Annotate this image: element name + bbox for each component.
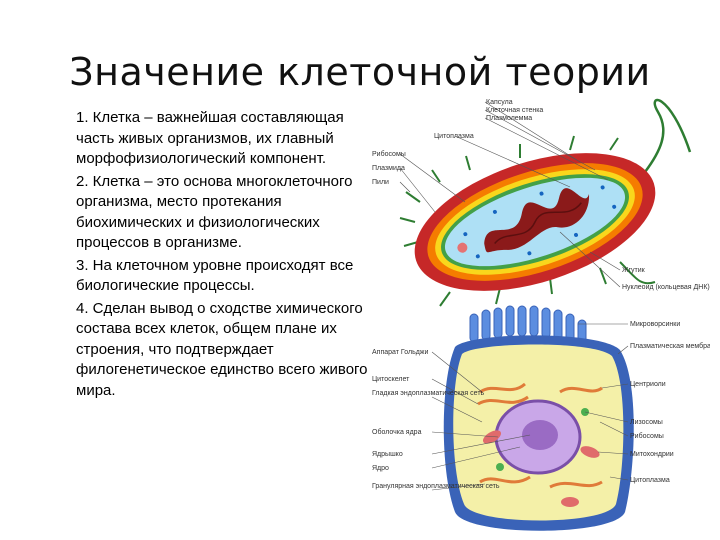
slide-title: Значение клеточной теории: [69, 50, 651, 94]
label-mitochondria: Митохондрии: [630, 451, 674, 458]
label-pili: Пили: [372, 179, 389, 186]
label-plasma-membrane: Плазматическая мембрана: [630, 342, 710, 350]
label-capsule: Капсула: [486, 99, 513, 106]
endoplasmic-reticulum: [477, 382, 603, 489]
label-nucleoid: Нуклеоид (кольцевая ДНК): [622, 284, 710, 291]
label-rough-er: Гранулярная эндоплазматическая сеть: [372, 483, 500, 490]
point-3: 3. На клеточном уровне происходят все би…: [76, 256, 354, 295]
cell-diagram: Капсула Клеточная стенка Плазмолемма Цит…: [372, 98, 710, 531]
text-block: 1. Клетка – важнейшая составляющая часть…: [76, 108, 376, 403]
label-cytoplasm-cell: Цитоплазма: [630, 477, 670, 484]
label-lysosomes: Лизосомы: [630, 419, 663, 426]
label-cytoskeleton: Цитоскелет: [372, 376, 410, 383]
flagellum: [643, 98, 692, 173]
label-nuclear-envelope: Оболочка ядра: [372, 428, 422, 436]
label-cell-wall: Клеточная стенка: [486, 107, 543, 114]
label-plasmid: Плазмида: [372, 165, 405, 172]
label-flagellum: Жгутик: [622, 267, 646, 274]
mitochondrion: [561, 497, 579, 507]
bacterium-illustration: Капсула Клеточная стенка Плазмолемма Цит…: [372, 98, 710, 307]
point-1: 1. Клетка – важнейшая составляющая часть…: [76, 109, 344, 167]
label-microvilli: Микроворсинки: [630, 321, 680, 328]
mitochondrion: [580, 446, 600, 458]
label-smooth-er: Гладкая эндоплазматическая сеть: [372, 390, 485, 397]
cell-illustrations: Капсула Клеточная стенка Плазмолемма Цит…: [370, 92, 710, 537]
pili: [399, 135, 619, 307]
label-plasmalemma: Плазмолемма: [486, 115, 532, 122]
label-golgi: Аппарат Гольджи: [372, 349, 428, 356]
label-nucleus: Ядро: [372, 465, 389, 472]
nucleolus: [522, 420, 558, 450]
animal-cell-illustration: Аппарат Гольджи Цитоскелет Гладкая эндоп…: [372, 305, 710, 531]
flagellum-small: [619, 261, 656, 285]
label-cytoplasm: Цитоплазма: [434, 133, 474, 140]
mitochondrion: [482, 430, 502, 444]
point-4: 4. Сделан вывод о сходстве химического с…: [76, 299, 368, 399]
lysosome: [496, 463, 504, 471]
ribosomes: [463, 185, 617, 259]
label-nucleolus: Ядрышко: [372, 451, 403, 458]
point-2: 2. Клетка – это основа многоклеточного о…: [76, 172, 353, 252]
microvilli: [469, 305, 587, 347]
label-ribosomes-cell: Рибосомы: [630, 432, 664, 440]
label-ribosomes: Рибосомы: [372, 150, 406, 158]
label-centrioles: Центриоли: [630, 381, 666, 388]
plasmid: [457, 242, 468, 253]
